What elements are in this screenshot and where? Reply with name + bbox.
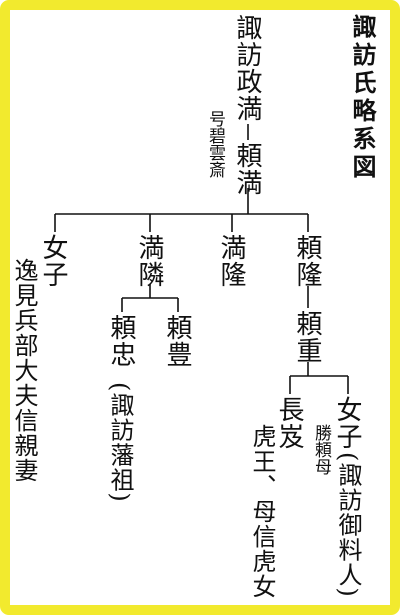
person-daughter1: 女子: [38, 234, 68, 288]
diagram-title: 諏訪氏略系図: [348, 14, 377, 182]
note-yoritada: (諏訪藩祖): [106, 382, 134, 503]
note-daughter2-secondary: (諏訪御料人): [334, 452, 362, 598]
note-daughter2: 勝頼母: [311, 424, 331, 475]
person-mitsutaka: 満隆: [216, 234, 246, 288]
genealogy-lines: [54, 124, 349, 394]
note-daughter1: 逸見兵部大夫信親妻: [10, 258, 38, 483]
person-daughter2: 女子: [332, 396, 362, 450]
person-mitsuchika: 満隣: [134, 234, 164, 288]
note-masamitsu: 号碧雲斎: [205, 110, 225, 178]
person-yorishige: 頼重: [292, 310, 322, 364]
note-nagatoki: 虎王、母信虎女: [248, 424, 276, 599]
person-masamitsu: 諏訪政満: [232, 14, 262, 122]
person-yoritada: 頼忠: [106, 314, 136, 368]
person-nagatoki: 長岌: [274, 396, 304, 450]
person-yorimitsu: 頼満: [232, 142, 262, 196]
person-yoritoyo: 頼豊: [162, 314, 192, 368]
person-yoritaka: 頼隆: [292, 234, 322, 288]
